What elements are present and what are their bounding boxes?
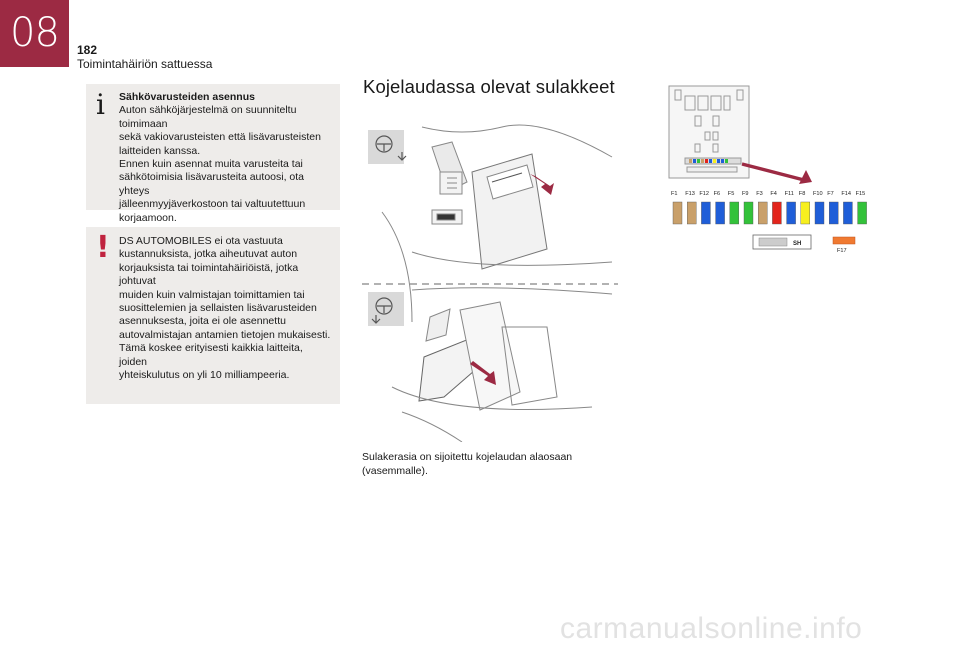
caption-line: Sulakerasia on sijoitettu kojelaudan ala… bbox=[362, 451, 573, 463]
illustration-caption: Sulakerasia on sijoitettu kojelaudan ala… bbox=[362, 451, 582, 478]
steering-wheel-icon bbox=[368, 292, 404, 326]
warning-note-line: muiden kuin valmistajan toimittamien tai bbox=[119, 288, 305, 301]
info-note-line: Auton sähköjärjestelmä on suunniteltu to… bbox=[119, 104, 297, 130]
lower-direction-arrow bbox=[470, 361, 496, 385]
fuse-label-f4: F4 bbox=[770, 191, 777, 197]
fuse-label-f8: F8 bbox=[799, 191, 806, 197]
warning-note-line: yhteiskulutus on yli 10 milliampeeria. bbox=[119, 369, 290, 382]
dashboard-upper-view bbox=[381, 124, 613, 323]
info-note-line: sekä vakiovarusteisten että lisävarustei… bbox=[119, 131, 321, 144]
dashboard-lower-view bbox=[391, 287, 613, 442]
fuse-label-f5: F5 bbox=[728, 191, 735, 197]
fuse-label-f7: F7 bbox=[827, 191, 834, 197]
fuse-label-f10: F10 bbox=[813, 191, 823, 197]
open-direction-arrow bbox=[530, 174, 554, 195]
fuse-f14 bbox=[843, 201, 853, 225]
info-note-line: laitteiden kanssa. bbox=[119, 144, 201, 157]
fuse-box-diagram: F1 F13 F12 F6 F5 F9 F3 F4 F11 F8 F10 F7 F14 F15 SH F1… bbox=[668, 85, 867, 254]
fuse-strip-preview bbox=[689, 159, 728, 163]
caption-line: (vasemmalle). bbox=[362, 464, 428, 477]
fuse-f13 bbox=[687, 201, 697, 225]
info-icon: i bbox=[96, 88, 105, 121]
watermark: carmanualsonline.info bbox=[560, 612, 863, 645]
info-note-line: sähkötoimisia lisävarusteita autoosi, ot… bbox=[119, 171, 305, 197]
section-heading: Kojelaudassa olevat sulakkeet bbox=[363, 76, 615, 97]
info-note-title: Sähkövarusteiden asennus bbox=[119, 91, 255, 103]
fuse-f17: F17 bbox=[832, 236, 856, 254]
fuse-label-f6: F6 bbox=[714, 191, 721, 197]
fuse-labels: F1 F13 F12 F6 F5 F9 F3 F4 F11 F8 F10 F7 F14 F15 bbox=[671, 191, 865, 197]
warning-note-line: suosittelemien ja sellaisten lisävaruste… bbox=[119, 302, 317, 315]
fuse-label-f14: F14 bbox=[841, 191, 851, 197]
shunt: SH bbox=[752, 234, 812, 250]
info-note: i Sähkövarusteiden asennus Auton sähköjä… bbox=[86, 84, 340, 224]
fuse-slots bbox=[672, 201, 867, 225]
fuse-label-f3: F3 bbox=[756, 191, 763, 197]
fuse-f12 bbox=[701, 201, 711, 225]
fuse-label-f13: F13 bbox=[685, 191, 695, 197]
chapter-number-tab: 08 bbox=[0, 0, 69, 67]
fuse-f7 bbox=[828, 201, 839, 225]
warning-note-line: korjauksista tai toimintahäiriöistä, jot… bbox=[119, 261, 299, 288]
fuse-box-location-illustration bbox=[362, 124, 618, 442]
warning-note-line: kustannuksista, jotka aiheutuvat auton bbox=[119, 248, 298, 261]
warning-note-line: autovalmistajan antamien tietojen mukais… bbox=[119, 328, 331, 341]
fuse-f15 bbox=[857, 201, 867, 225]
fuse-f5 bbox=[729, 201, 740, 225]
page-number: 182 bbox=[77, 43, 98, 57]
info-note-line: jälleenmyyjäverkostoon tai valtuutettuun bbox=[119, 198, 306, 211]
fuse-f4 bbox=[772, 201, 782, 225]
fuse-f1 bbox=[672, 201, 683, 225]
warning-note-line: DS AUTOMOBILES ei ota vastuuta bbox=[119, 235, 283, 247]
fuse-f9 bbox=[743, 201, 754, 225]
warning-note-line: Tämä koskee erityisesti kaikkia laitteit… bbox=[119, 342, 303, 368]
info-note-line: Ennen kuin asennat muita varusteita tai bbox=[119, 158, 303, 171]
fuse-f11 bbox=[786, 201, 796, 225]
zoom-arrow bbox=[741, 162, 812, 184]
warning-note-line: asennuksesta, joita ei ole asennettu bbox=[119, 315, 286, 328]
fuse-box-housing bbox=[668, 85, 750, 179]
shunt-label: SH bbox=[793, 241, 801, 247]
info-note-line: korjaamoon. bbox=[119, 211, 177, 224]
fuse-label-f1: F1 bbox=[671, 191, 678, 197]
steering-wheel-icon bbox=[368, 130, 407, 164]
warning-icon: ! bbox=[96, 230, 110, 265]
fuse-label-f9: F9 bbox=[742, 191, 749, 197]
fuse-f8 bbox=[800, 201, 811, 225]
fuse-f6 bbox=[715, 201, 725, 225]
chapter-title: Toimintahäiriön sattuessa bbox=[77, 57, 213, 71]
fuse-f3 bbox=[757, 201, 768, 225]
fuse-label-f11: F11 bbox=[785, 191, 794, 197]
fuse-label-f15: F15 bbox=[856, 191, 866, 197]
fuse-f10 bbox=[814, 201, 825, 225]
fuse-label-f12: F12 bbox=[699, 191, 709, 197]
fuse-f17-label: F17 bbox=[837, 248, 847, 254]
warning-note: ! DS AUTOMOBILES ei ota vastuuta kustann… bbox=[86, 227, 340, 404]
